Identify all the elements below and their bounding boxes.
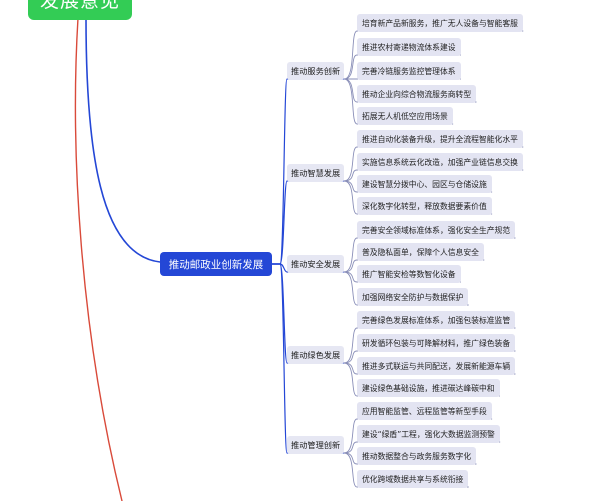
branch-leaf-link xyxy=(343,78,454,125)
leaf-node[interactable]: 优化跨域数据共享与系统衔接 xyxy=(357,470,469,488)
leaf-node[interactable]: 应用智能监管、远程监管等新型手段 xyxy=(357,402,492,420)
branch-leaf-link xyxy=(343,362,500,397)
branch-leaf-link xyxy=(343,30,524,80)
leaf-node[interactable]: 完善安全领域标准体系，强化安全生产规范 xyxy=(357,221,516,239)
branch-leaf-link xyxy=(343,418,493,454)
leaf-node[interactable]: 实施信息系统云化改造，加强产业链信息交换 xyxy=(357,153,523,171)
center-branch-link xyxy=(271,263,345,454)
leaf-node[interactable]: 完善冷链服务监控管理体系 xyxy=(357,62,461,80)
branch-leaf-link xyxy=(343,271,469,306)
leaf-node[interactable]: 深化数字化转型，释放数据要素价值 xyxy=(357,197,492,215)
leaf-node[interactable]: 加强网络安全防护与数据保护 xyxy=(357,288,469,306)
branch-leaf-link xyxy=(343,271,462,283)
leaf-node[interactable]: 完善绿色发展标准体系，加强包装标准监管 xyxy=(357,311,516,329)
branch-leaf-link xyxy=(343,54,462,80)
leaf-node[interactable]: 研发循环包装与可降解材料，推广绿色装备 xyxy=(357,334,516,352)
branch-leaf-link xyxy=(343,441,501,454)
branch-leaf-link xyxy=(343,362,516,375)
leaf-node[interactable]: 拓展无人机低空应用场景 xyxy=(357,107,453,125)
leaf-node[interactable]: 建设智慧分拨中心、园区与仓储设施 xyxy=(357,175,492,193)
branch-leaf-link xyxy=(343,452,477,465)
branch-leaf-link xyxy=(343,180,493,215)
leaf-node[interactable]: 推进自动化装备升级，提升全流程智能化水平 xyxy=(357,130,523,148)
root-node[interactable]: 发展意见 xyxy=(28,0,132,20)
branch-leaf-link xyxy=(343,146,524,182)
branch-green-development[interactable]: 推动绿色发展 xyxy=(287,346,345,364)
branch-leaf-link xyxy=(343,350,516,364)
leaf-node[interactable]: 建设“绿盾”工程，强化大数据监测预警 xyxy=(357,425,500,443)
leaf-node[interactable]: 建设绿色基础设施，推进碳达峰碳中和 xyxy=(357,379,500,397)
leaf-node[interactable]: 推进农村寄递物流体系建设 xyxy=(357,38,461,56)
branch-management-innovation[interactable]: 推动管理创新 xyxy=(287,436,345,454)
branch-leaf-link xyxy=(343,259,485,273)
center-branch-link xyxy=(271,180,345,265)
branch-leaf-link xyxy=(343,180,493,193)
branch-service-innovation[interactable]: 推动服务创新 xyxy=(287,62,345,80)
root-center-link xyxy=(85,17,161,263)
leaf-node[interactable]: 推动企业向综合物流服务商转型 xyxy=(357,85,477,103)
leaf-node[interactable]: 普及隐私面单，保障个人信息安全 xyxy=(357,243,484,261)
branch-safety-development[interactable]: 推动安全发展 xyxy=(287,255,345,273)
branch-leaf-link xyxy=(343,327,516,364)
leaf-node[interactable]: 培育新产品新服务，推广无人设备与智能客服 xyxy=(357,14,523,32)
leaf-node[interactable]: 推进多式联运与共同配送，发展新能源车辆 xyxy=(357,357,516,375)
leaf-node[interactable]: 推广智能安检等数智化设备 xyxy=(357,265,461,283)
branch-smart-development[interactable]: 推动智慧发展 xyxy=(287,164,345,182)
leaf-node[interactable]: 推动数据整合与政务服务数字化 xyxy=(357,447,477,465)
branch-leaf-link xyxy=(343,452,469,488)
branch-leaf-link xyxy=(343,169,524,182)
branch-leaf-link xyxy=(343,237,516,273)
center-node[interactable]: 推动邮政业创新发展 xyxy=(160,252,272,276)
root-offscreen-link xyxy=(74,17,123,501)
